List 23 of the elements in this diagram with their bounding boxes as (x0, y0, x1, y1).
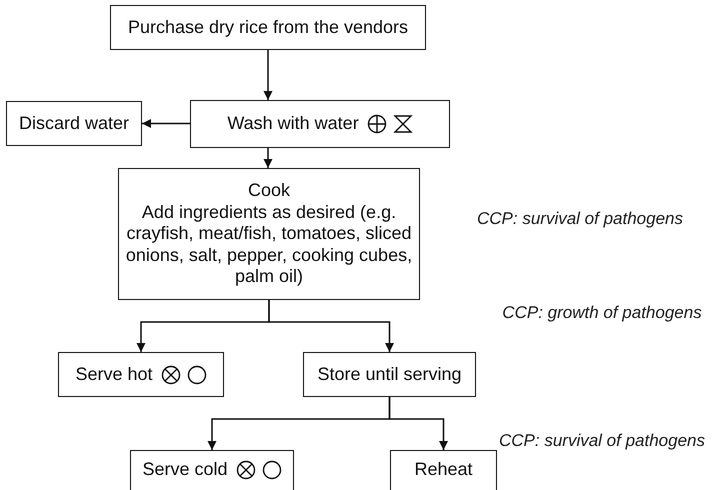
process-box (6, 101, 142, 146)
process-box (118, 168, 420, 300)
arrow (264, 148, 272, 168)
box-label: Discard water (18, 112, 130, 134)
box-label: Serve hot (75, 364, 153, 386)
process-box (303, 352, 476, 397)
process-box (58, 352, 224, 397)
arrow (142, 119, 190, 128)
box-label: Serve cold (142, 459, 228, 481)
box-label: Store until serving (317, 364, 462, 386)
box-label: Cook (248, 180, 290, 202)
arrow (388, 397, 448, 450)
arrow (264, 50, 272, 100)
arrow (268, 300, 394, 352)
process-box (190, 100, 450, 148)
ccp-note: CCP: survival of pathogens (476, 208, 684, 230)
box-label: Wash with water (227, 113, 359, 135)
box-label: Purchase dry rice from the vendors (128, 16, 408, 38)
ccp-note: CCP: growth of pathogens (501, 302, 703, 324)
ccp-note: CCP: survival of pathogens (498, 430, 706, 452)
box-label: Reheat (414, 459, 473, 481)
box-label: Add ingredients as desired (e.g. crayfish, meat/fish, tomatoes, sliced onions, salt, pepper, cooking cubes, palm oil) (125, 202, 413, 288)
process-box (110, 5, 426, 50)
